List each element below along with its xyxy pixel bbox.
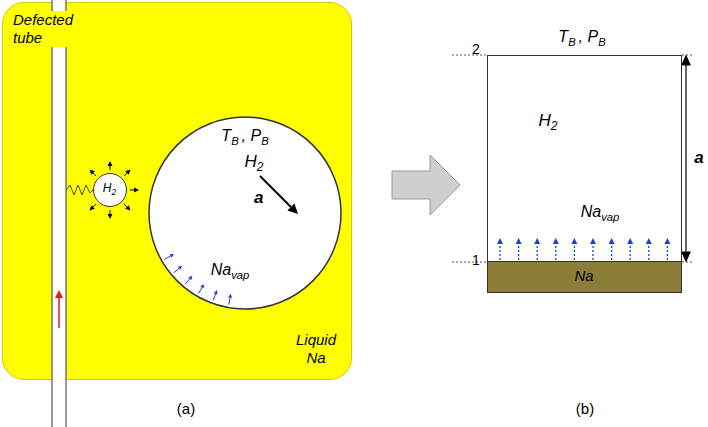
dimension-label: a <box>694 148 703 167</box>
subscript-text: 2 <box>112 187 117 197</box>
species-label-group: H2 <box>245 152 264 174</box>
subscript-text: vap <box>231 269 249 281</box>
gas-column-box: TB, PBH2Navap <box>487 55 682 262</box>
leaking-hydrogen-bubble: H2 <box>93 173 127 207</box>
hydrogen-bubble: TB, PBH2aNavap <box>148 116 342 310</box>
panel-label-group: (b) <box>576 400 594 418</box>
state-label: T <box>221 127 231 144</box>
state-label: , P <box>579 28 599 45</box>
species-label-group: H2 <box>539 111 558 133</box>
state-label-group: TB, PB <box>221 126 268 148</box>
species-label: H <box>103 181 112 195</box>
vapor-label-group: Navap <box>581 202 620 224</box>
vapor-arrows <box>488 56 680 260</box>
state-label: , P <box>242 127 262 144</box>
liquid-sodium-layer: Na <box>487 261 682 293</box>
radius-label: a <box>254 188 263 207</box>
liquid-label-group: Na <box>574 267 593 285</box>
subscript-text: B <box>231 135 238 147</box>
station-number-group: 1 <box>472 252 480 269</box>
state-label: T <box>558 28 568 45</box>
block-arrow <box>392 155 460 215</box>
subscript-text: 2 <box>551 119 558 133</box>
species-label: H <box>539 111 551 130</box>
panel-label-group: (a) <box>177 400 195 418</box>
species-label-group: H2 <box>103 181 116 197</box>
subscript-text: 2 <box>257 160 264 174</box>
panel-label: (b) <box>576 400 594 417</box>
station-number: 1 <box>472 252 480 268</box>
station-number: 2 <box>472 41 480 57</box>
subscript-text: B <box>568 36 575 48</box>
liquid-sodium-pool: TB, PBH2aNavapH2Defected tubeLiquid Na <box>2 2 352 380</box>
panel-label: (a) <box>177 400 195 417</box>
pool-label: Liquid Na <box>296 331 336 366</box>
tube-label: Defected tube <box>13 11 73 46</box>
tube-label-group: Defected tube <box>13 11 79 47</box>
liquid-label: Na <box>574 267 593 284</box>
radius-label-group: a <box>254 188 263 208</box>
vapor-label: Na <box>211 261 231 278</box>
vapor-label-group: Navap <box>211 260 250 282</box>
dimension-label-group: a <box>694 148 703 168</box>
pool-label-group: Liquid Na <box>286 331 346 367</box>
species-label: H <box>245 152 257 171</box>
subscript-text: B <box>598 36 605 48</box>
subscript-text: vap <box>601 211 619 223</box>
vapor-label: Na <box>581 203 601 220</box>
state-label-group: TB, PB <box>558 27 605 49</box>
subscript-text: B <box>261 135 268 147</box>
station-number-group: 2 <box>472 41 480 58</box>
